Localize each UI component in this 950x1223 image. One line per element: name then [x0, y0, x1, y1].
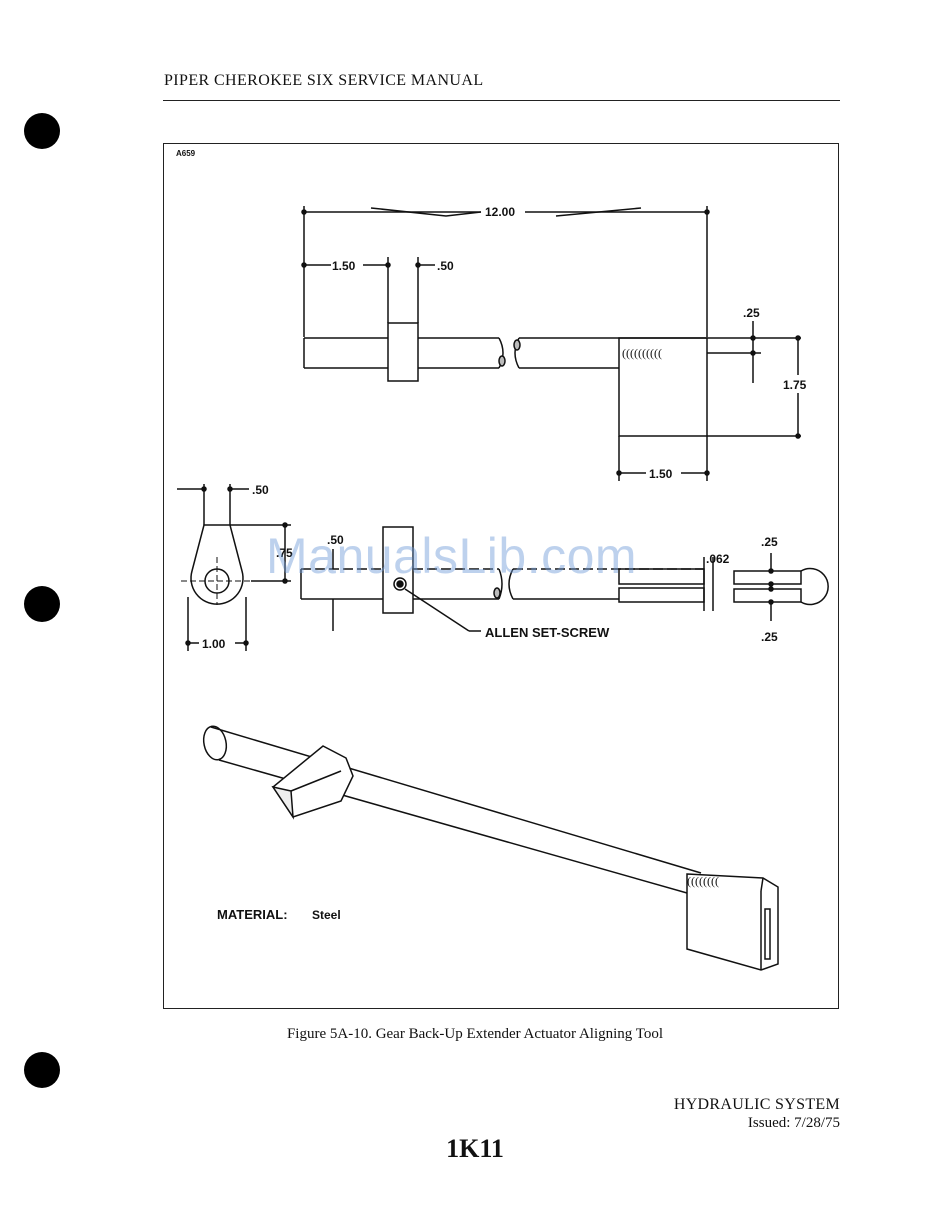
dim-collar-width: .50	[437, 259, 454, 273]
dim-slot-depth: .25	[743, 306, 760, 320]
binder-hole-middle	[24, 586, 60, 622]
figure-caption: Figure 5A-10. Gear Back-Up Extender Actu…	[0, 1026, 950, 1043]
setscrew-callout: ALLEN SET-SCREW	[485, 625, 610, 640]
knurl-marks: ((((((((((	[622, 346, 662, 360]
dim-block-height: 1.75	[783, 378, 807, 392]
manual-title: PIPER CHEROKEE SIX SERVICE MANUAL	[164, 72, 484, 90]
dim-slot-top: .25	[761, 535, 778, 549]
dim-slot-bottom: .25	[761, 630, 778, 644]
dim-hole-spacing: 1.00	[202, 637, 226, 651]
dim-block-width: 1.50	[649, 467, 673, 481]
dim-end-width: .50	[252, 483, 269, 497]
binder-hole-bottom	[24, 1052, 60, 1088]
dim-overall-length: 12.00	[485, 205, 515, 219]
watermark-text: ManualsLib.com	[266, 527, 637, 585]
figure-code: A659	[176, 149, 196, 158]
dim-collar-offset: 1.50	[332, 259, 356, 273]
section-name: HYDRAULIC SYSTEM	[674, 1096, 840, 1114]
issued-date: Issued: 7/28/75	[748, 1115, 840, 1132]
page-id: 1K11	[0, 1134, 950, 1164]
svg-text:((((((((: ((((((((	[687, 874, 719, 888]
material-value: Steel	[312, 908, 341, 922]
binder-hole-top	[24, 113, 60, 149]
dim-slot-width: .062	[706, 552, 730, 566]
material-label: MATERIAL:	[217, 907, 288, 922]
header-rule	[163, 100, 840, 101]
